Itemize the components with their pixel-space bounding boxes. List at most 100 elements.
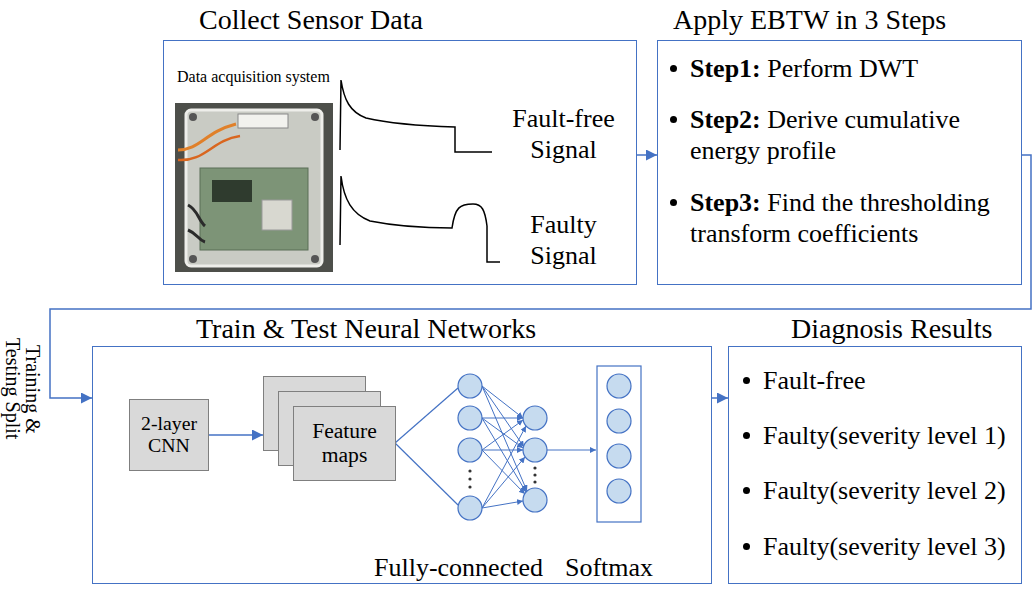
bullet-dot: [670, 65, 677, 72]
connector-arrow: [209, 434, 263, 436]
neuron: [523, 438, 547, 462]
softmax-units: [607, 374, 631, 503]
screw: [311, 255, 319, 263]
list-item: Step1: Perform DWT: [670, 53, 1010, 84]
bullet-text: Step3: Find the thresholding transform c…: [690, 187, 1010, 249]
bullet-dot: [743, 377, 750, 384]
neuron: [458, 496, 482, 520]
link-line: [395, 443, 458, 505]
box-label: Feature maps: [293, 406, 396, 481]
screw: [189, 113, 197, 121]
photo-caption: Data acquisition system: [177, 67, 330, 86]
link-arrow: [482, 420, 523, 450]
chip: [212, 180, 252, 202]
panel-heading: Apply EBTW in 3 Steps: [673, 3, 946, 37]
bullet-text: Fault-free: [763, 365, 866, 396]
daq-photo: [175, 103, 333, 272]
neural-network: [395, 366, 641, 522]
connectors: [50, 155, 1031, 435]
link-arrow: [482, 418, 526, 492]
link-arrow: [482, 501, 523, 508]
signal-label: Fault-free Signal: [501, 103, 626, 165]
logger: [238, 114, 288, 128]
bullet-list: Step1: Perform DWT Step2: Derive cumulati…: [670, 53, 1010, 249]
list-item: Faulty(severity level 2): [743, 475, 1013, 506]
feature-map-stack: Feature maps: [263, 376, 396, 481]
dot: [468, 469, 471, 472]
enclosure: [186, 110, 322, 266]
bullet-dot: [743, 487, 750, 494]
bullet-text: Faulty(severity level 3): [763, 531, 1006, 562]
photo-ground: [175, 103, 333, 272]
bullet-text: Faulty(severity level 2): [763, 475, 1006, 506]
neuron: [458, 438, 482, 462]
softmax-layer: [597, 366, 641, 522]
bullet-text: Step1: Perform DWT: [690, 53, 918, 84]
neuron: [523, 488, 547, 512]
dot: [468, 485, 471, 488]
bullet-dot: [743, 432, 750, 439]
signal-curve: [340, 176, 500, 262]
link-arrow: [547, 450, 596, 451]
module: [262, 200, 292, 230]
list-item: Faulty(severity level 3): [743, 531, 1013, 562]
panel-heading: Diagnosis Results: [791, 314, 992, 345]
link-arrow: [482, 426, 526, 508]
link-line: [395, 388, 458, 443]
link-arrow: [482, 386, 523, 418]
panel-heading: Train & Test Neural Networks: [196, 314, 536, 345]
link-arrow: [482, 457, 525, 508]
connector-arrow: [637, 154, 657, 156]
stage-panel: Apply EBTW in 3 StepsStep1: Perform DWTS…: [657, 40, 1022, 285]
signal-label: Faulty Signal: [501, 209, 626, 271]
cable: [188, 205, 205, 226]
feature-map-sheet: [294, 407, 396, 481]
neuron: [458, 374, 482, 398]
screw: [189, 255, 197, 263]
signal-curve: [340, 80, 492, 152]
dot: [468, 477, 471, 480]
process-box: 2-layer CNN: [129, 399, 209, 471]
neuron: [607, 444, 631, 468]
dot: [533, 480, 536, 483]
circuit-board: [200, 168, 308, 250]
neuron: [458, 406, 482, 430]
link-arrow: [482, 386, 524, 447]
stage-panel: Train & Test Neural NetworksFully-connec…: [92, 346, 712, 584]
dot: [533, 473, 536, 476]
bullet-dot: [670, 199, 677, 206]
box-label: 2-layer CNN: [130, 400, 208, 470]
list-item: Step2: Derive cumulative energy profile: [670, 104, 1010, 166]
neuron: [607, 374, 631, 398]
edge-label: Training & Testing Split: [3, 314, 43, 464]
ellipsis-dots: [468, 466, 536, 488]
bullet-text: Step2: Derive cumulative energy profile: [690, 104, 1010, 166]
link-arrow: [482, 418, 523, 419]
screw: [311, 113, 319, 121]
stage-panel: Diagnosis ResultsFault-freeFaulty(severi…: [728, 346, 1022, 584]
link-arrow: [482, 386, 527, 491]
bullet-dot: [670, 116, 677, 123]
neuron: [607, 479, 631, 503]
neuron-column: [458, 374, 547, 520]
link-arrow: [482, 450, 525, 494]
layer-label: Softmax: [565, 552, 653, 583]
wire: [178, 136, 240, 160]
bullet-list: Fault-freeFaulty(severity level 1) Faulty…: [743, 365, 1013, 562]
bullet-dot: [743, 543, 750, 550]
list-item: Fault-free: [743, 365, 1013, 396]
connector-arrow: [712, 397, 728, 399]
neuron: [607, 409, 631, 433]
list-item: Step3: Find the thresholding transform c…: [670, 187, 1010, 249]
stage-panel: Collect Sensor DataData acquisition syst…: [163, 40, 637, 285]
connector-arrow: [50, 155, 1031, 398]
dot: [533, 466, 536, 469]
layer-label: Fully-connected: [374, 552, 543, 583]
panel-heading: Collect Sensor Data: [199, 3, 423, 37]
link-arrow: [482, 450, 523, 451]
list-item: Faulty(severity level 1): [743, 420, 1013, 451]
bullet-text: Faulty(severity level 1): [763, 420, 1006, 451]
cable: [188, 230, 205, 242]
wire: [178, 124, 236, 150]
